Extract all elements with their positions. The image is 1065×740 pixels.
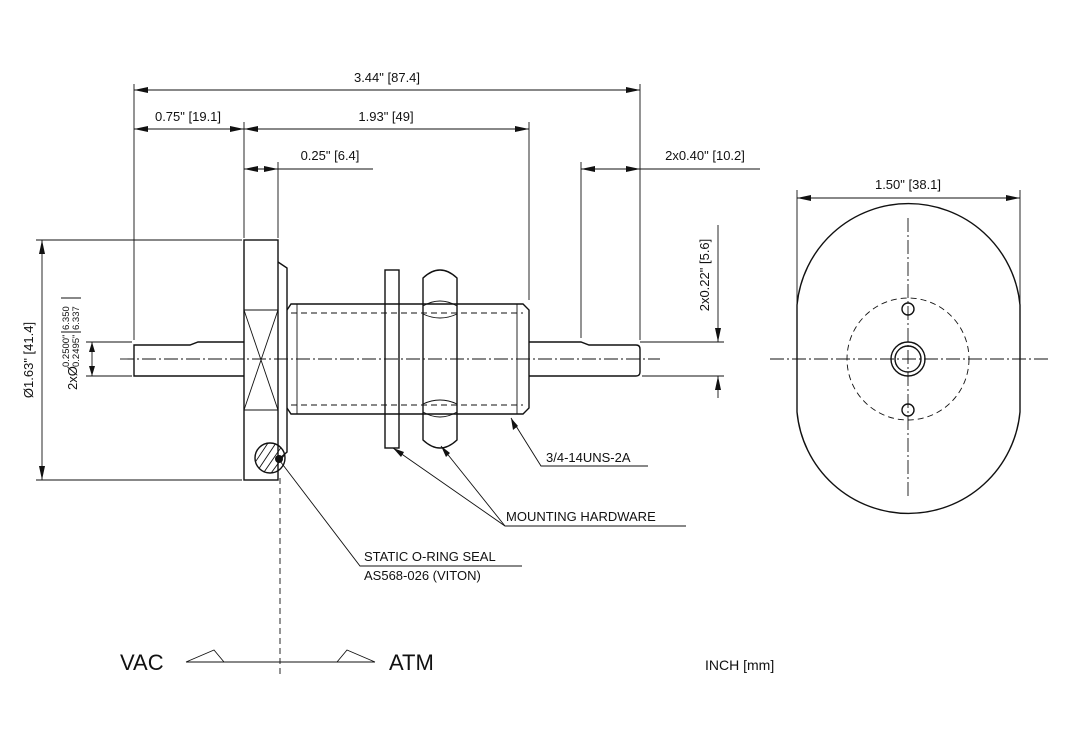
atm-label: ATM <box>389 650 434 675</box>
dim-shaft-dia-mm-max: 6.350 <box>61 306 72 330</box>
dim-shaft-dia-inch-min: 0.2495" <box>71 335 82 367</box>
washer <box>384 269 400 449</box>
dim-shaft-dia-mm-min: 6.337 <box>71 306 82 330</box>
threaded-body <box>286 303 530 415</box>
vac-label: VAC <box>120 650 164 675</box>
bolt-circle <box>846 297 970 421</box>
vac-arrow <box>185 649 225 663</box>
dim-overall-length: 3.44" [87.4] <box>354 70 420 85</box>
dim-flange-thickness: 0.25" [6.4] <box>301 148 360 163</box>
mount-hole-bottom <box>901 403 915 417</box>
dim-flange-diameter: Ø1.63" [41.4] <box>21 322 36 398</box>
flange <box>243 239 288 481</box>
side-view <box>120 239 660 676</box>
mount-hole-top <box>901 302 915 316</box>
units-label: INCH [mm] <box>705 657 774 673</box>
o-ring-seal <box>254 442 286 474</box>
vac-atm-legend: VAC ATM INCH [mm] <box>120 649 774 675</box>
dimension-lines <box>36 84 1021 481</box>
hardware-callout: MOUNTING HARDWARE <box>506 509 656 524</box>
dim-shaft-length-atm: 2x0.40" [10.2] <box>665 148 745 163</box>
thread-callout: 3/4-14UNS-2A <box>546 450 631 465</box>
front-shaft <box>890 341 926 377</box>
seal-leader-dot <box>275 455 283 463</box>
left-shaft <box>133 341 244 377</box>
dim-body-length: 1.93" [49] <box>358 109 413 124</box>
right-shaft <box>529 341 641 377</box>
hex-nut <box>422 269 458 449</box>
dim-flat-depth: 2x0.22" [5.6] <box>697 239 712 312</box>
front-view <box>770 202 1048 515</box>
dim-shaft-length-vac: 0.75" [19.1] <box>155 109 221 124</box>
seal-callout-line1: STATIC O-RING SEAL <box>364 549 496 564</box>
front-outline <box>796 202 1021 515</box>
atm-arrow <box>336 649 376 663</box>
callout-text: 3/4-14UNS-2A MOUNTING HARDWARE STATIC O-… <box>364 450 656 583</box>
dimension-text: 3.44" [87.4] 0.75" [19.1] 1.93" [49] 0.2… <box>21 70 941 398</box>
leader-lines <box>279 417 686 567</box>
dim-shaft-diameter: 2xØ 0.2500" 0.2495" 6.350 6.337 <box>61 297 82 390</box>
seal-callout-line2: AS568-026 (VITON) <box>364 568 481 583</box>
dim-face-diameter: 1.50" [38.1] <box>875 177 941 192</box>
dim-shaft-dia-prefix: 2xØ <box>65 366 80 390</box>
dim-shaft-dia-inch-max: 0.2500" <box>61 335 72 367</box>
